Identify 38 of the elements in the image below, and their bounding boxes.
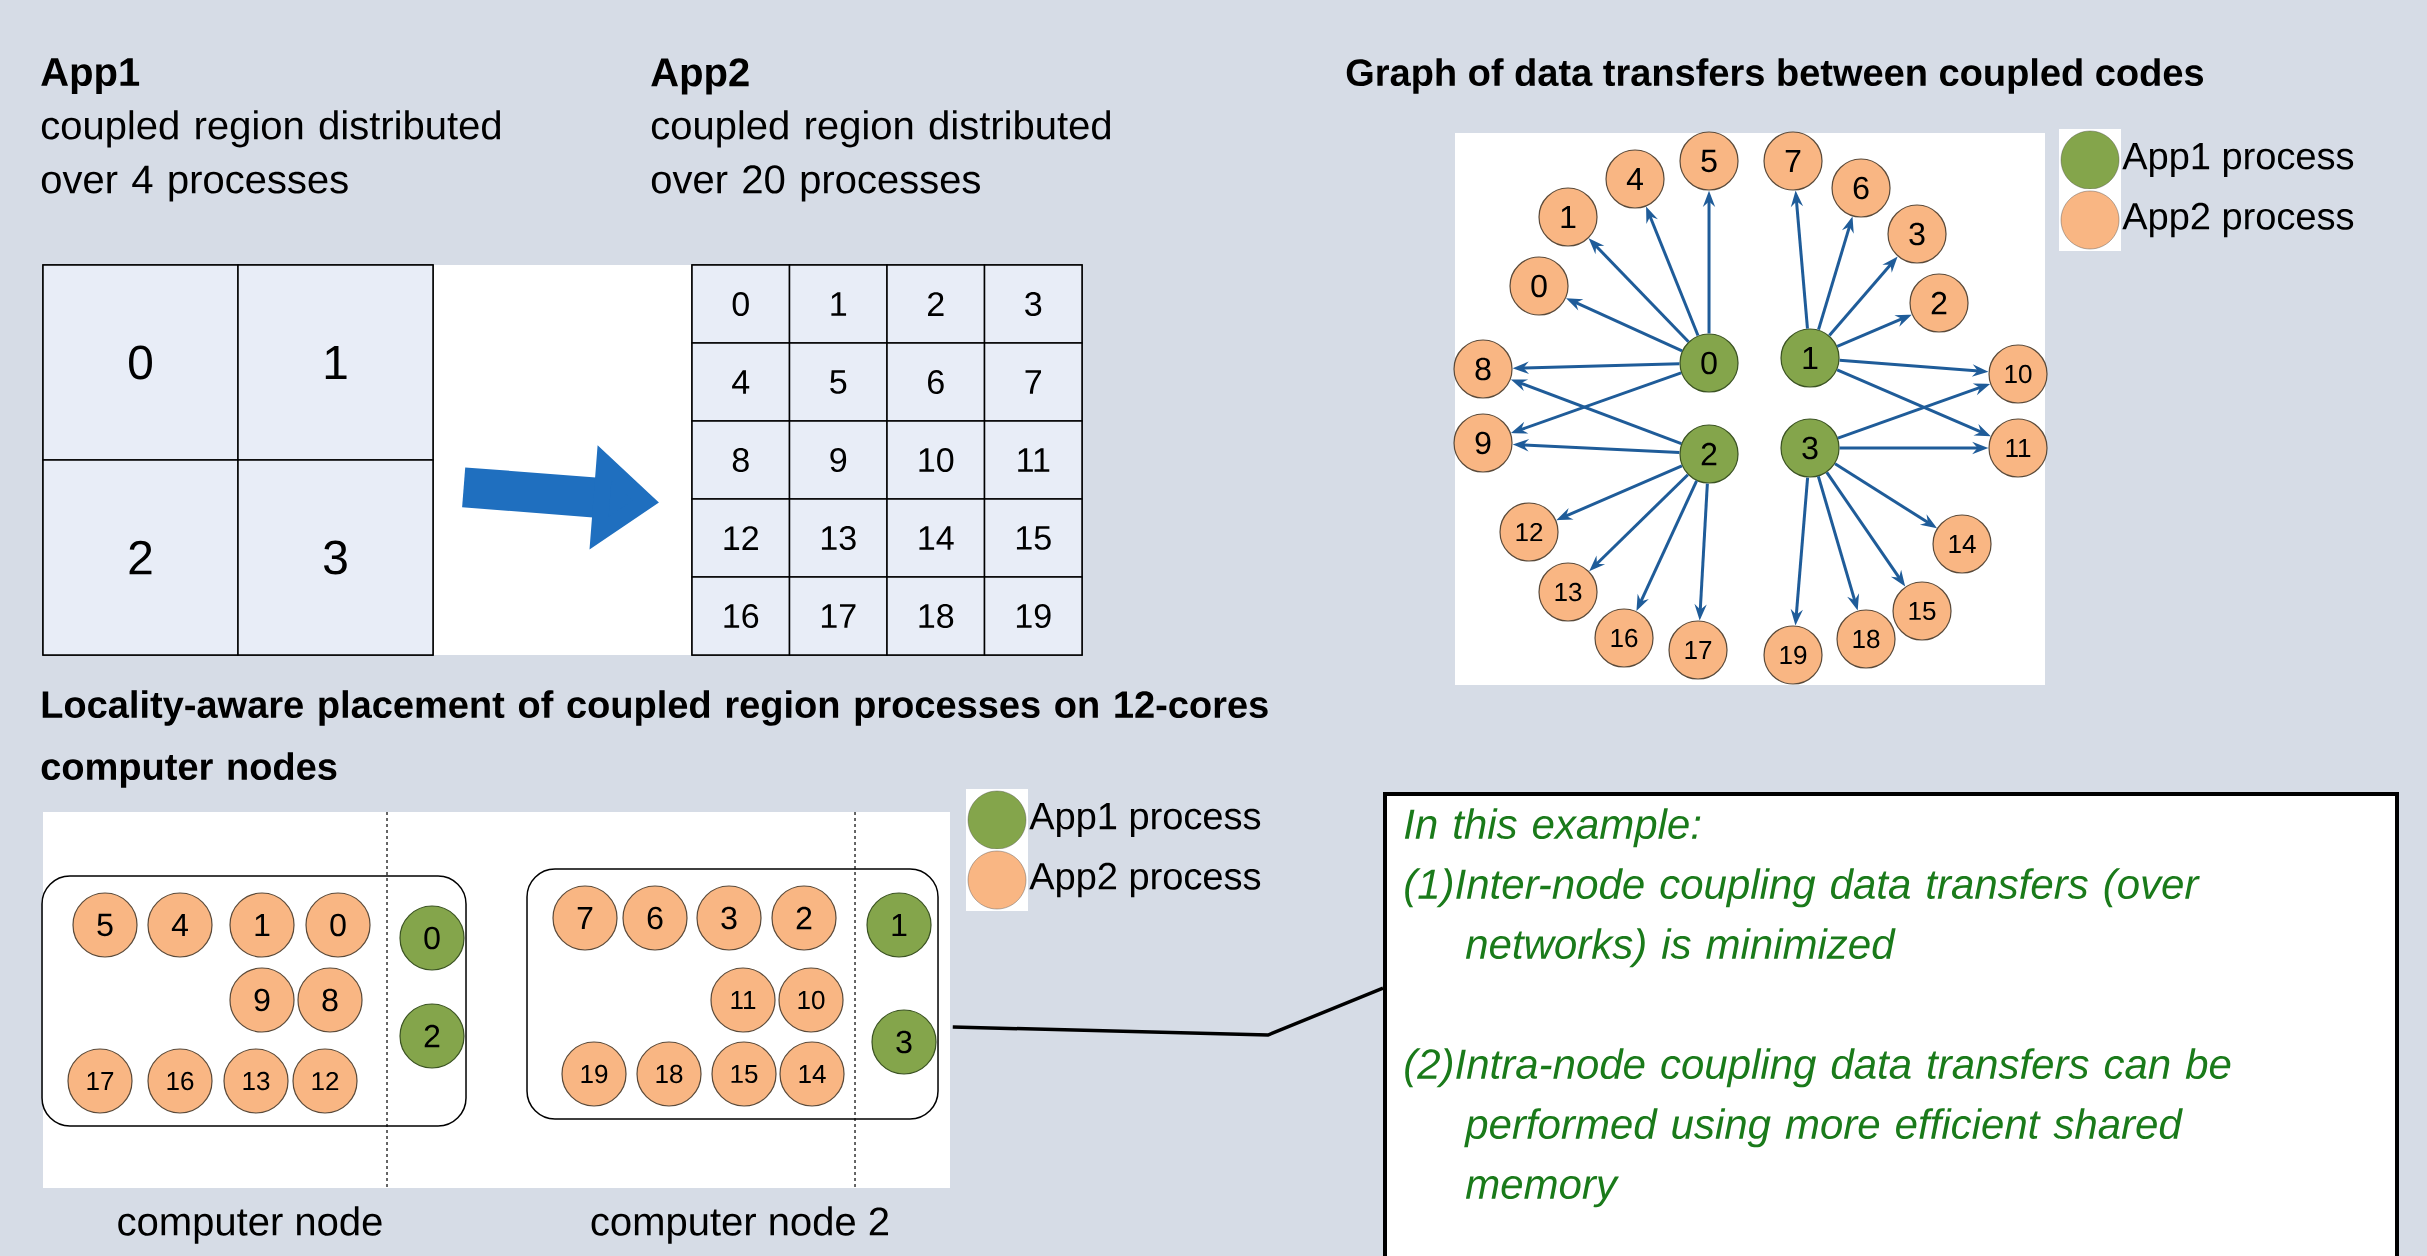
grid-cell: 11 <box>983 420 1083 500</box>
callout-box: In this example: (1)Inter-node coupling data transfers (over networks) is minimized (2)Intra-node coupling data transfers can be performed using more efficient shared memory <box>1383 792 2400 1256</box>
grid-cell: 1 <box>788 264 888 344</box>
legend-item: App1 process <box>2059 129 2354 191</box>
grid-cell: 3 <box>237 459 434 656</box>
grid-cell: 6 <box>886 342 986 422</box>
description: coupled region distributed over 4 processes <box>41 110 501 202</box>
grid-cell: 19 <box>983 576 1083 656</box>
grid-cell: 8 <box>691 420 791 500</box>
legend-item: App1 process <box>966 789 1261 851</box>
grid-cell: 0 <box>691 264 791 344</box>
grid-cell: 7 <box>983 342 1083 422</box>
node-label: computer node <box>118 1206 382 1244</box>
grid-cell: 5 <box>788 342 888 422</box>
grid-cell: 14 <box>886 498 986 578</box>
grid-cell: 0 <box>42 264 239 461</box>
grid-cell: 18 <box>886 576 986 656</box>
heading: App2 <box>651 58 749 95</box>
grid-cell: 16 <box>691 576 791 656</box>
grid-cell: 12 <box>691 498 791 578</box>
heading: Locality-aware placement of coupled region processes on 12-cores computer nodes <box>41 690 1268 788</box>
grid-cell: 4 <box>691 342 791 422</box>
grid-cell: 10 <box>886 420 986 500</box>
legend-item: App2 process <box>966 849 1261 911</box>
grid-cell: 3 <box>983 264 1083 344</box>
grid-cell: 2 <box>886 264 986 344</box>
heading: App1 <box>41 58 140 94</box>
heading: Graph of data transfers between coupled codes <box>1346 58 2204 94</box>
node-label: computer node 2 <box>591 1206 888 1244</box>
grid-cell: 13 <box>788 498 888 578</box>
grid-cell: 17 <box>788 576 888 656</box>
legend-item: App2 process <box>2059 189 2354 251</box>
grid-cell: 9 <box>788 420 888 500</box>
grid-cell: 1 <box>237 264 434 461</box>
description: coupled region distributed over 20 processes <box>651 110 1111 202</box>
grid-cell: 2 <box>42 459 239 656</box>
grid-cell: 15 <box>983 498 1083 578</box>
leader-line <box>952 986 1384 1037</box>
